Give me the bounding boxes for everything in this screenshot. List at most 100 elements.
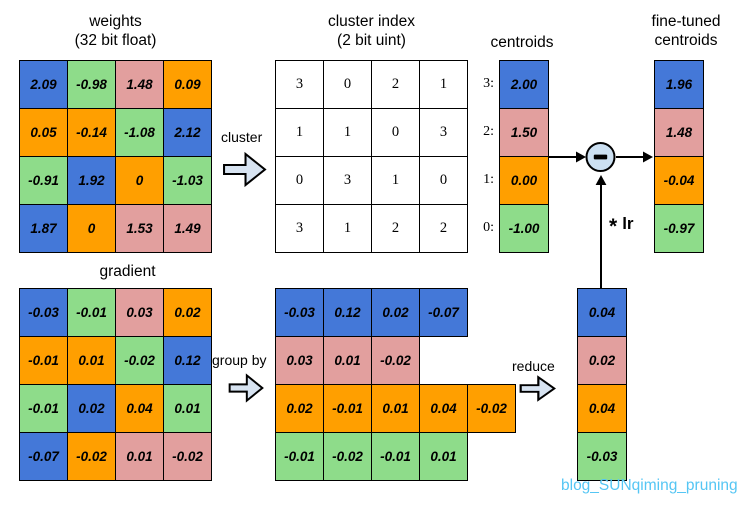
watermark: blog_SUNqiming_pruning [561,477,738,494]
finetuned-centroid-cell: -0.04 [654,156,704,205]
lr-label: * lr [609,212,634,238]
centroid-row-labels: 3:2:1:0: [468,60,494,252]
cluster-index-cell: 3 [275,60,324,109]
weights-cell: -1.03 [163,156,212,205]
grouped-gradient-cell: -0.03 [275,288,324,337]
cluster-index-cell: 1 [371,156,420,205]
cluster-index-cell: 0 [323,60,372,109]
centroid-row-label: 1: [483,172,494,187]
grouped-gradient-cell: -0.01 [323,384,372,433]
weights-cell: 1.49 [163,204,212,253]
cluster-label: cluster [221,129,263,145]
weights-cell: 1.48 [115,60,164,109]
centroid-row-label: 0: [483,220,494,235]
centroid-cell: 2.00 [499,60,549,109]
reduce-label: reduce [512,358,555,374]
weights-cell: 0 [67,204,116,253]
gradient-cell: 0.04 [115,384,164,433]
cluster-index-cell: 1 [323,108,372,157]
weights-cell: 0 [115,156,164,205]
cluster-index-cell: 0 [275,156,324,205]
cluster-index-cell: 3 [419,108,468,157]
subtract-flow-arrows [548,142,653,288]
finetuned-centroid-cell: -0.97 [654,204,704,253]
centroid-row-label: 3: [483,76,494,91]
gradient-cell: 0.01 [67,336,116,385]
grouped-gradient-cell: -0.01 [371,432,420,481]
gradient-cell: -0.03 [19,288,68,337]
cluster-index-cell: 3 [323,156,372,205]
minus-to-finetuned-arrowhead [643,151,653,163]
cluster-index-cell: 2 [371,204,420,253]
reduced-gradient-cell: -0.03 [577,432,627,481]
weights-title-line1: weights [89,13,142,30]
finetuned-title-line1: fine-tuned [651,13,721,30]
grouped-gradient-cell: 0.02 [371,288,420,337]
cluster-index-cell: 2 [419,204,468,253]
finetuned-centroids-title: fine-tuned centroids [631,12,741,50]
gradient-title: gradient [99,263,156,280]
weights-cell: -1.08 [115,108,164,157]
centroid-cell: -1.00 [499,204,549,253]
grouped-gradient-cell: 0.01 [419,432,468,481]
gradient-cell: 0.01 [115,432,164,481]
grouped-gradient-cell: -0.02 [371,336,420,385]
grouped-gradient-cell: -0.02 [467,384,516,433]
grouped-gradient-cell: 0.02 [275,384,324,433]
cluster-arrow-icon [223,151,267,188]
gradient-cell: -0.02 [115,336,164,385]
cluster-index-title: cluster index (2 bit uint) [275,12,468,50]
grouped-gradient-cell: -0.01 [275,432,324,481]
grouped-gradient-cell: 0.01 [323,336,372,385]
weights-cell: 0.05 [19,108,68,157]
centroids-title: centroids [490,34,554,51]
cluster-index-cell: 1 [275,108,324,157]
reduced-gradient-cell: 0.04 [577,384,627,433]
weights-cell: -0.91 [19,156,68,205]
weights-cell: 1.53 [115,204,164,253]
weights-cell: -0.14 [67,108,116,157]
cluster-index-title-line1: cluster index [327,13,415,30]
lr-text: lr [622,214,634,233]
multiply-symbol: * [609,215,618,238]
weights-cell: 2.09 [19,60,68,109]
grouped-gradient-cell: 0.01 [371,384,420,433]
weights-cell: 1.87 [19,204,68,253]
weights-title-line2: (32 bit float) [74,32,157,49]
finetuned-centroid-cell: 1.96 [654,60,704,109]
gradient-cell: 0.02 [163,288,212,337]
weights-cell: 2.12 [163,108,212,157]
group-by-label: group by [212,352,267,368]
gradient-cell: 0.12 [163,336,212,385]
weights-title: weights (32 bit float) [19,12,212,50]
gradient-cell: -0.01 [19,384,68,433]
finetuned-title-line2: centroids [654,32,718,49]
gradient-cell: -0.02 [163,432,212,481]
cluster-index-cell: 0 [371,108,420,157]
grouped-gradient-cell: 0.12 [323,288,372,337]
minus-sign-icon [593,154,608,160]
cluster-index-title-line2: (2 bit uint) [337,32,406,49]
gradient-cell: -0.01 [67,288,116,337]
cluster-index-cell: 2 [371,60,420,109]
cluster-index-cell: 1 [323,204,372,253]
gradient-cell: -0.02 [67,432,116,481]
